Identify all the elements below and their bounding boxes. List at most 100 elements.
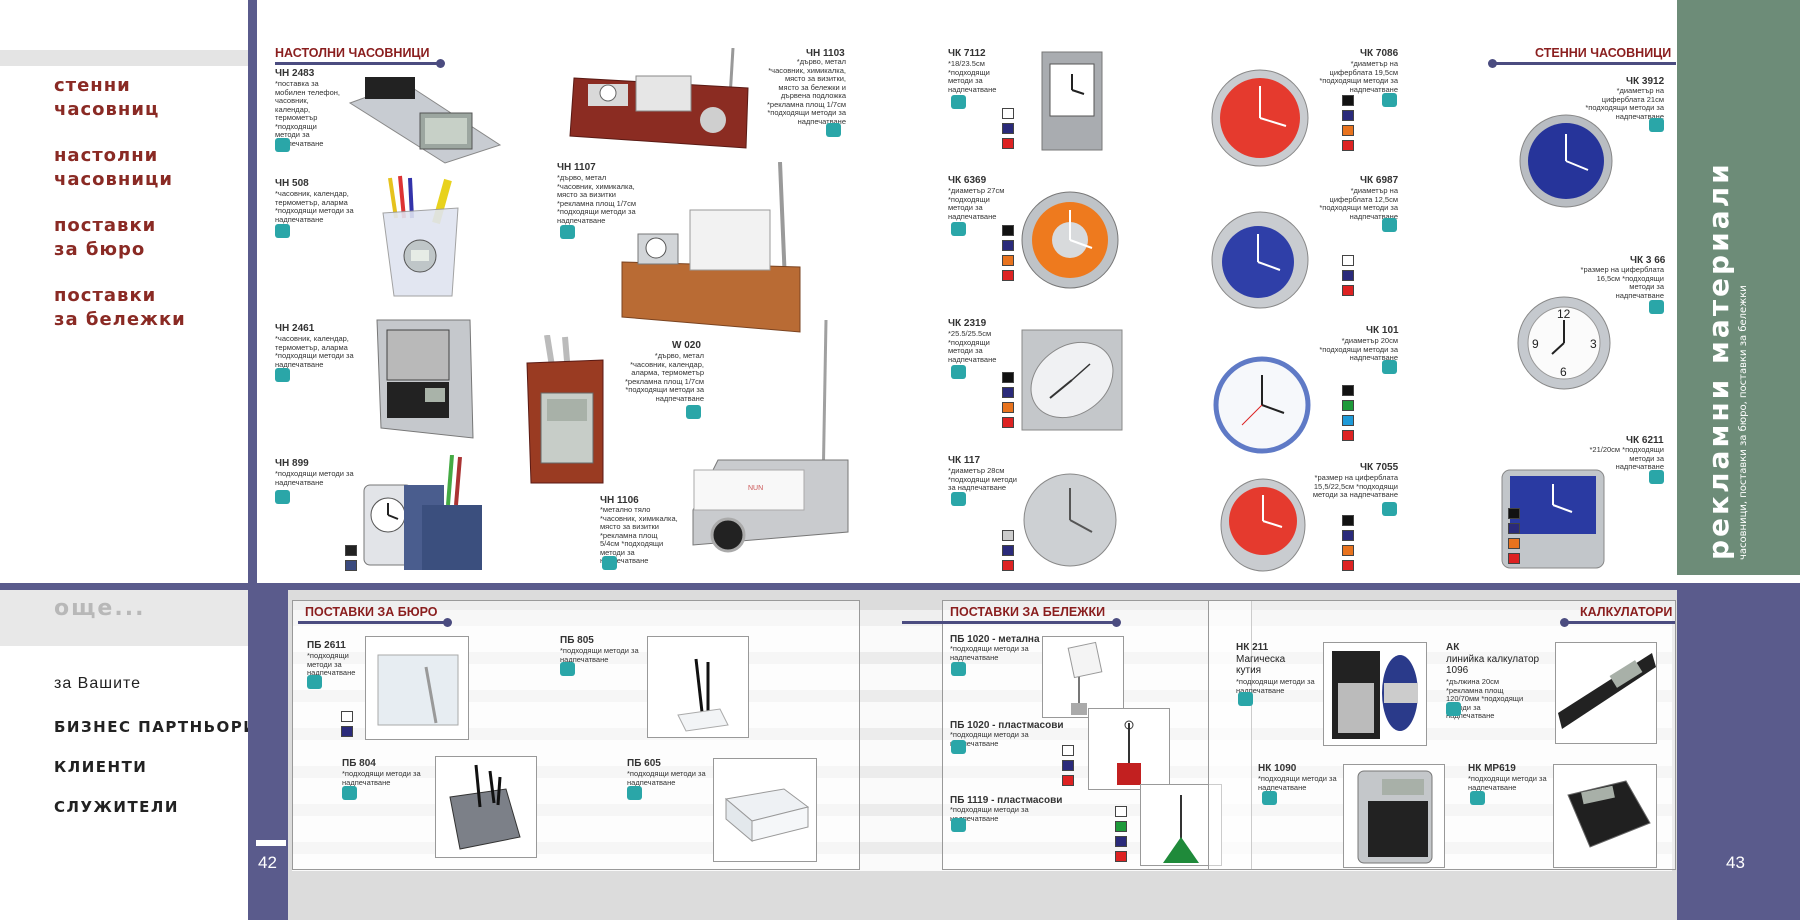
product-code: ЧК 7086 bbox=[1360, 48, 1399, 59]
product-desc: *подходящи методи за надпечатване bbox=[950, 644, 1029, 662]
note-stands-title: ПОСТАВКИ ЗА БЕЛЕЖКИ bbox=[950, 605, 1106, 619]
product-desc: *подходящи методи за надпечатване bbox=[950, 805, 1029, 823]
print-method-icon bbox=[1382, 360, 1397, 374]
color-swatch bbox=[341, 726, 353, 737]
print-method-icon bbox=[1382, 93, 1397, 107]
color-swatch bbox=[1002, 387, 1014, 398]
nav-item-label: поставки bbox=[54, 215, 157, 236]
product-image bbox=[1042, 636, 1124, 718]
color-swatch bbox=[1342, 400, 1354, 411]
product-code: ЧК 2319 bbox=[948, 318, 987, 329]
color-swatch bbox=[1002, 530, 1014, 541]
color-swatch bbox=[1342, 285, 1354, 296]
print-method-icon bbox=[275, 490, 290, 504]
product-desc: *диаметър 27см *подходящи методи за надп… bbox=[948, 186, 1005, 221]
product-code: ЧН 508 bbox=[275, 178, 309, 189]
print-method-icon bbox=[1382, 502, 1397, 516]
nav-item-desk-stands[interactable]: поставки за бюро bbox=[54, 214, 244, 262]
product-image bbox=[1220, 478, 1306, 572]
color-swatch bbox=[1342, 255, 1354, 266]
product-image bbox=[1211, 211, 1309, 309]
product-code: ЧК 3 66 bbox=[1630, 255, 1666, 266]
nav-item-wall-clocks[interactable]: стенни часовниц bbox=[54, 74, 244, 122]
product-code: ЧН 1103 bbox=[806, 48, 845, 59]
product-image bbox=[713, 758, 817, 862]
color-swatch bbox=[345, 545, 357, 556]
product-image bbox=[1023, 473, 1117, 567]
product-code: ЧН 2483 bbox=[275, 68, 315, 79]
product-desc: *размер на циферблата 16,5см *подходящи … bbox=[1580, 265, 1664, 300]
product-code: ПБ 1119 - пластмасови bbox=[950, 795, 1063, 806]
for-your-text: за Вашите bbox=[54, 675, 142, 692]
product-image bbox=[569, 48, 749, 149]
product-image bbox=[382, 175, 459, 297]
color-swatch bbox=[345, 560, 357, 571]
product-desc: *диаметър на циферблата 19,5см *подходящ… bbox=[1319, 59, 1398, 94]
product-image bbox=[526, 335, 604, 484]
color-swatch bbox=[1002, 417, 1014, 428]
product-code: ПБ 805 bbox=[560, 635, 594, 646]
color-swatch bbox=[1002, 372, 1014, 383]
product-image bbox=[1140, 784, 1222, 866]
color-swatch bbox=[1115, 851, 1127, 862]
print-method-icon bbox=[1382, 218, 1397, 232]
nav-item-label: за бюро bbox=[54, 239, 146, 260]
color-swatch bbox=[1508, 523, 1520, 534]
color-swatch bbox=[1002, 560, 1014, 571]
print-method-icon bbox=[275, 368, 290, 382]
color-swatch bbox=[1115, 806, 1127, 817]
product-desc: *дължина 20см *рекламна площ 120/70мм *п… bbox=[1446, 677, 1524, 720]
side-strip-subtitle-text: часовници, поставки за бюро, поставки за… bbox=[1738, 285, 1749, 560]
color-swatch bbox=[1508, 538, 1520, 549]
product-name: линийка калкулатор 1096 bbox=[1446, 654, 1540, 676]
color-swatch bbox=[1115, 821, 1127, 832]
product-desc: *метално тяло *часовник, химикалка, мяст… bbox=[600, 505, 678, 565]
wall-clocks-title: СТЕННИ ЧАСОВНИЦИ bbox=[1535, 46, 1672, 60]
product-desc: *18/23.5см *подходящи методи за надпечат… bbox=[948, 59, 997, 94]
nav-item-label: настолни bbox=[54, 145, 159, 166]
more-heading: още... bbox=[54, 596, 146, 621]
bottom-blue-left bbox=[248, 590, 288, 920]
print-method-icon bbox=[560, 225, 575, 239]
color-swatch bbox=[1002, 123, 1014, 134]
color-swatch bbox=[1342, 270, 1354, 281]
product-image bbox=[435, 756, 537, 858]
product-code: ПБ 1020 - метална bbox=[950, 634, 1040, 645]
product-code: НК МР619 bbox=[1468, 763, 1516, 774]
color-swatch bbox=[1342, 560, 1354, 571]
title-dot bbox=[1560, 618, 1569, 627]
product-desc: *часовник, календар, термометър, аларма … bbox=[275, 334, 354, 369]
product-image bbox=[621, 162, 801, 333]
title-underline bbox=[1492, 62, 1676, 65]
color-swatch bbox=[1002, 240, 1014, 251]
product-code: ПБ 2611 bbox=[307, 640, 346, 651]
more-banner bbox=[0, 590, 248, 646]
product-image bbox=[1088, 708, 1170, 790]
product-image bbox=[1041, 51, 1103, 151]
product-image bbox=[1553, 764, 1657, 868]
title-underline bbox=[275, 62, 440, 65]
nav-item-note-stands[interactable]: поставки за бележки bbox=[54, 284, 244, 332]
nav-item-desk-clocks[interactable]: настолни часовници bbox=[54, 144, 244, 192]
product-desc: *21/20см *подходящи методи за надпечатва… bbox=[1589, 445, 1664, 471]
color-swatch bbox=[1342, 385, 1354, 396]
product-image bbox=[376, 319, 474, 439]
print-method-icon bbox=[951, 818, 966, 832]
color-swatch bbox=[1002, 108, 1014, 119]
product-image bbox=[1021, 191, 1119, 289]
product-code: ЧК 3912 bbox=[1626, 76, 1665, 87]
color-swatch bbox=[1002, 270, 1014, 281]
product-image bbox=[1211, 69, 1309, 167]
color-swatch bbox=[1342, 430, 1354, 441]
print-method-icon bbox=[1446, 702, 1461, 716]
desk-clocks-title: НАСТОЛНИ ЧАСОВНИЦИ bbox=[275, 46, 430, 60]
divider-horizontal bbox=[0, 583, 1800, 590]
svg-text:12: 12 bbox=[1557, 307, 1571, 321]
product-image bbox=[363, 455, 482, 570]
side-strip-title-text: рекламни материали bbox=[1702, 161, 1735, 560]
title-underline bbox=[298, 621, 448, 624]
product-code: ПБ 804 bbox=[342, 758, 376, 769]
print-method-icon bbox=[1238, 692, 1253, 706]
print-method-icon bbox=[951, 662, 966, 676]
print-method-icon bbox=[342, 786, 357, 800]
